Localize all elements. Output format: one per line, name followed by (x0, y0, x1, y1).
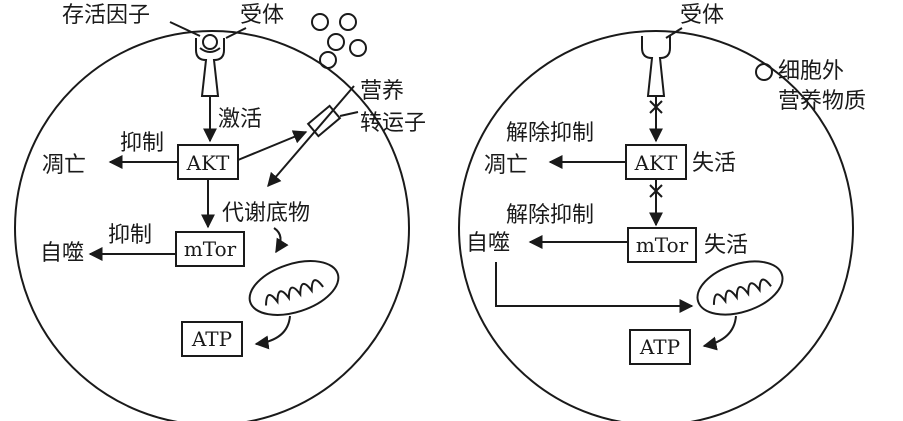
right-apoptosis-label: 凋亡 (484, 153, 528, 178)
nutrient-transporter-label-line2: 转运子 (360, 111, 426, 136)
extracellular-nutrient-label-line1: 细胞外 (778, 59, 844, 84)
right-mtor-label: mTor (636, 233, 689, 257)
activate-label: 激活 (218, 107, 262, 132)
right-akt-label: AKT (634, 151, 678, 175)
right-mtor-state-label: 失活 (704, 233, 748, 258)
substrate-to-mitochondrion-arrow (274, 228, 281, 252)
left-receptor-label: 受体 (240, 3, 284, 28)
inhibit-apoptosis-label: 抑制 (120, 131, 164, 156)
autophagy-to-mitochondrion-arrow (496, 262, 692, 306)
right-receptor-icon (642, 36, 670, 96)
left-apoptosis-label: 凋亡 (42, 153, 86, 178)
akt-to-transporter-arrow (238, 132, 306, 160)
nutrient-transporter-label-line1: 营养 (360, 79, 404, 104)
survival-factor-label: 存活因子 (62, 3, 150, 28)
left-akt-label: AKT (186, 151, 230, 175)
survival-factor-ligand-icon (203, 35, 217, 49)
left-cell-panel: 存活因子 受体 营养 转运子 激活 AKT (15, 3, 426, 421)
left-atp-label: ATP (191, 327, 232, 351)
left-mitochondrion-icon (243, 251, 345, 325)
right-autophagy-label: 自噬 (466, 231, 510, 256)
release-inhibition-apoptosis-label: 解除抑制 (506, 121, 594, 146)
left-receptor-icon (196, 35, 224, 96)
right-mitochondrion-icon (691, 252, 790, 325)
inhibit-autophagy-label: 抑制 (108, 223, 152, 248)
extracellular-nutrient-label-line2: 营养物质 (778, 89, 866, 114)
right-akt-state-label: 失活 (692, 151, 736, 176)
right-mitochondrion-to-atp-arrow (704, 316, 736, 346)
nutrient-transporter-leader (340, 112, 358, 116)
left-autophagy-label: 自噬 (40, 241, 84, 266)
left-mtor-label: mTor (184, 237, 237, 261)
nutrient-uptake-arrow (268, 86, 354, 186)
right-cell-panel: 受体 细胞外 营养物质 AKT 失活 解除抑制 凋亡 mTor 失活 (459, 3, 866, 421)
metabolic-substrate-label: 代谢底物 (222, 201, 310, 226)
left-nutrient-particles-icon (312, 14, 366, 68)
mitochondrion-to-atp-arrow (256, 316, 290, 344)
right-atp-label: ATP (639, 335, 680, 359)
right-receptor-label: 受体 (680, 3, 724, 28)
extracellular-nutrient-icon (756, 64, 772, 80)
release-inhibition-autophagy-label: 解除抑制 (506, 203, 594, 228)
